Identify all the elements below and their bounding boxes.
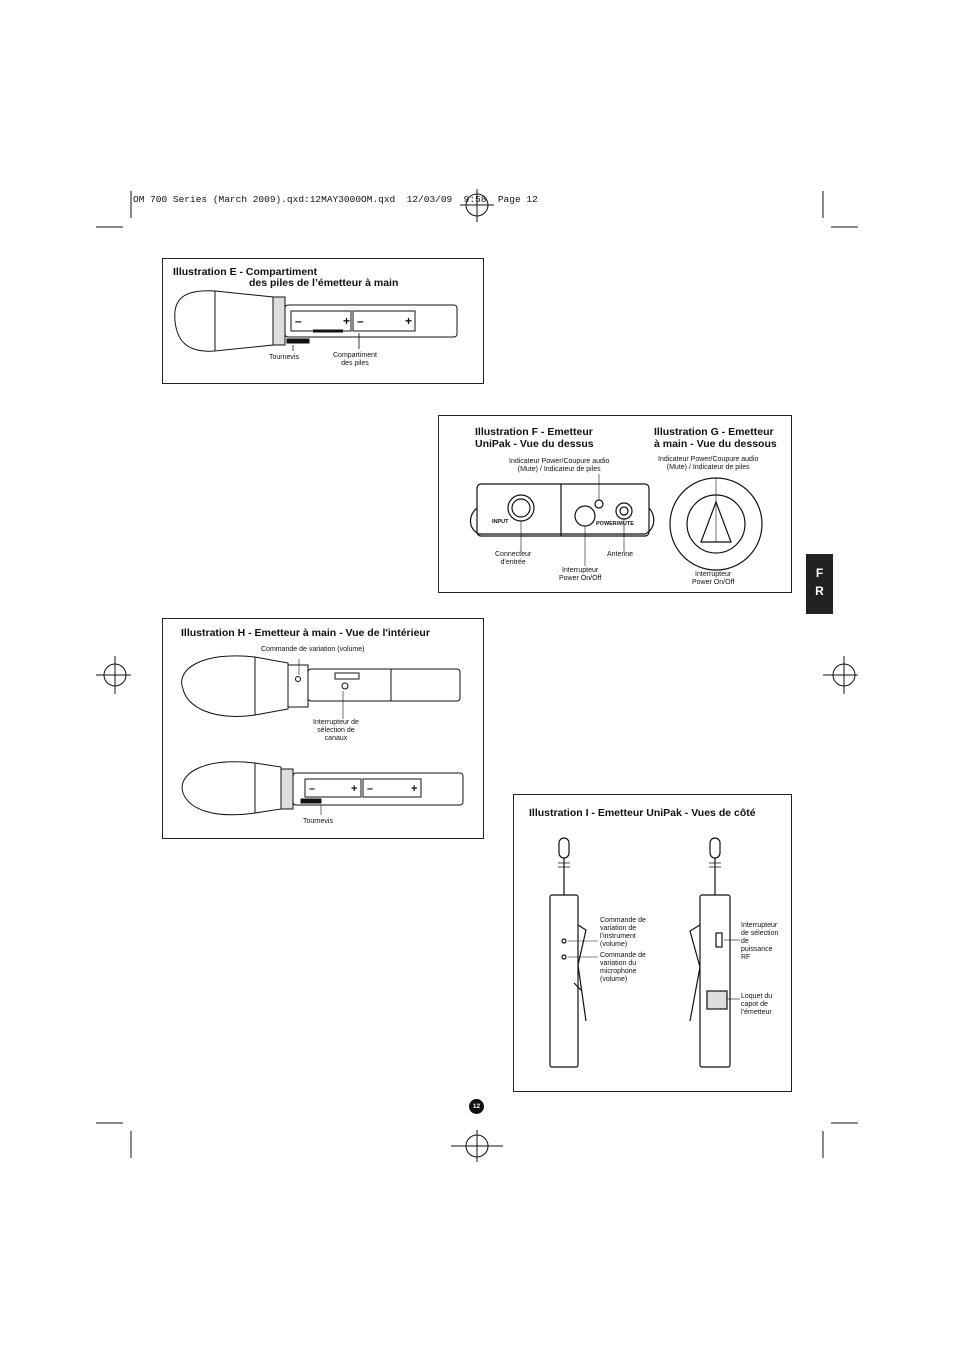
f-label-antenna: Antenne bbox=[607, 551, 634, 558]
f-label-power-switch: Interrupteur Power On/Off bbox=[559, 567, 602, 582]
label-screwdriver: Tournevis bbox=[269, 354, 299, 361]
svg-text:–: – bbox=[357, 314, 364, 328]
g-label-indicator: Indicateur Power/Coupure audio (Mute) / … bbox=[658, 456, 759, 471]
svg-text:–: – bbox=[309, 783, 315, 795]
i-label-microphone: Commande de variation du microphone (vol… bbox=[600, 952, 646, 983]
illustration-fg-box: Illustration F - Emetteur UniPak - Vue d… bbox=[438, 415, 792, 593]
g-label-power-switch: Interrupteur Power On/Off bbox=[692, 571, 735, 586]
f-label-input-connector: Connecteur d’entrée bbox=[495, 551, 532, 566]
illustration-h-box: Illustration H - Emetteur à main - Vue d… bbox=[162, 618, 484, 839]
illustration-i-box: Illustration I - Emetteur UniPak - Vues … bbox=[513, 794, 792, 1092]
svg-text:+: + bbox=[411, 783, 417, 795]
svg-text:–: – bbox=[295, 314, 302, 328]
handheld-mic-battery-drawing: –+ –+ bbox=[174, 290, 458, 352]
tab-letter-r: R bbox=[815, 584, 824, 598]
svg-text:+: + bbox=[351, 783, 357, 795]
h-label-channel-switch: Interrupteur de sélection de canaux bbox=[313, 719, 359, 742]
svg-text:–: – bbox=[367, 783, 373, 795]
svg-text:+: + bbox=[405, 314, 412, 328]
illustration-e-box: Illustration E - Compartiment des piles … bbox=[162, 258, 484, 384]
panel-input-text: INPUT bbox=[492, 519, 509, 525]
h-label-screwdriver: Tournevis bbox=[303, 818, 333, 825]
unipak-top-view: INPUT POWER/MUTE bbox=[469, 474, 763, 571]
f-label-indicator: Indicateur Power/Coupure audio (Mute) / … bbox=[509, 458, 610, 473]
i-label-instrument: Commande de variation de l’instrument (v… bbox=[600, 917, 646, 948]
i-label-rf-switch: Interrupteur de sélection de puissance R… bbox=[741, 922, 779, 961]
i-label-latch: Loquet du capot de l’émetteur bbox=[741, 993, 773, 1016]
illustration-e-title-1: Illustration E - Compartiment bbox=[173, 266, 318, 278]
label-battery-compartment: Compartiment des piles bbox=[333, 352, 377, 367]
print-slug: OM 700 Series (March 2009).qxd:12MAY3000… bbox=[133, 194, 538, 205]
h-label-volume: Commande de variation (volume) bbox=[261, 646, 365, 653]
tab-letter-f: F bbox=[815, 566, 824, 580]
page-number: 12 bbox=[469, 1099, 484, 1114]
language-tab-fr: F R bbox=[806, 554, 833, 614]
handheld-mic-interior-drawings: –+ –+ bbox=[181, 655, 464, 816]
illustration-f-title: Illustration F - Emetteur UniPak - Vue d… bbox=[475, 426, 594, 450]
panel-power-text: POWER/MUTE bbox=[596, 521, 634, 527]
illustration-g-title: Illustration G - Emetteur à main - Vue d… bbox=[654, 426, 777, 450]
illustration-h-title: Illustration H - Emetteur à main - Vue d… bbox=[181, 627, 430, 639]
unipak-side-views bbox=[549, 837, 740, 1068]
illustration-i-title: Illustration I - Emetteur UniPak - Vues … bbox=[529, 807, 756, 819]
svg-text:+: + bbox=[343, 314, 350, 328]
illustration-e-title-2: des piles de l’émetteur à main bbox=[249, 277, 399, 289]
